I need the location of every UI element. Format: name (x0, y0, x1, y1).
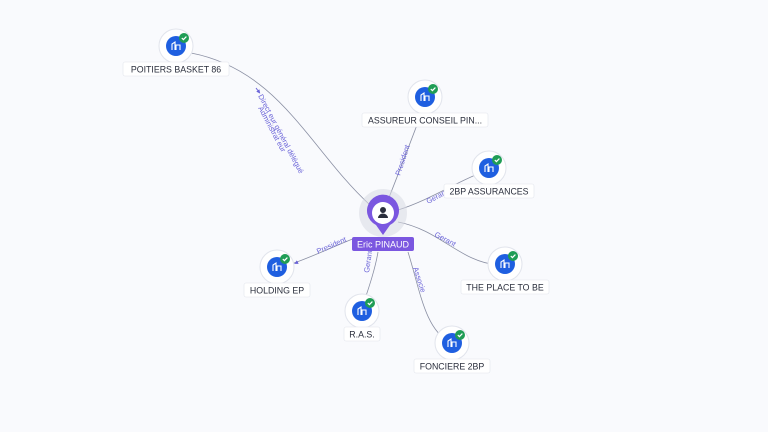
company-label: POITIERS BASKET 86 (131, 65, 221, 75)
verified-check-icon (280, 254, 290, 264)
node-ras[interactable]: R.A.S. (343, 293, 381, 342)
node-assureur[interactable]: ASSUREUR CONSEIL PIN... (361, 79, 489, 128)
node-holding[interactable]: HOLDING EP (243, 249, 311, 298)
verified-check-icon (455, 330, 465, 340)
company-label: FONCIERE 2BP (420, 362, 485, 372)
company-label: 2BP ASSURANCES (449, 187, 528, 197)
verified-check-icon (179, 33, 189, 43)
relation-label-place: Gerant (433, 230, 458, 249)
verified-check-icon (492, 155, 502, 165)
relation-label-assureur: President (393, 143, 412, 177)
person-icon (378, 207, 388, 218)
node-fonciere[interactable]: FONCIERE 2BP (413, 325, 491, 374)
company-label: R.A.S. (349, 330, 374, 340)
arrow-holding (294, 260, 299, 264)
node-2bp[interactable]: 2BP ASSURANCES (443, 150, 535, 199)
company-label: ASSUREUR CONSEIL PIN... (368, 116, 482, 126)
node-place[interactable]: THE PLACE TO BE (460, 246, 550, 295)
company-label: HOLDING EP (250, 286, 304, 296)
relation-label-holding: President (315, 234, 348, 255)
relation-label-fonciere: Associe (411, 266, 428, 294)
relation-label-ras: Gerant (362, 248, 374, 273)
center-person-node[interactable]: Eric PINAUD (352, 189, 414, 251)
verified-check-icon (428, 84, 438, 94)
node-poitiers[interactable]: POITIERS BASKET 86 (122, 28, 230, 77)
arrow-poitiers (255, 87, 261, 94)
person-name-label: Eric PINAUD (357, 240, 410, 250)
verified-check-icon (365, 298, 375, 308)
edge-place (397, 221, 499, 266)
company-label: THE PLACE TO BE (466, 283, 544, 293)
verified-check-icon (508, 251, 518, 261)
